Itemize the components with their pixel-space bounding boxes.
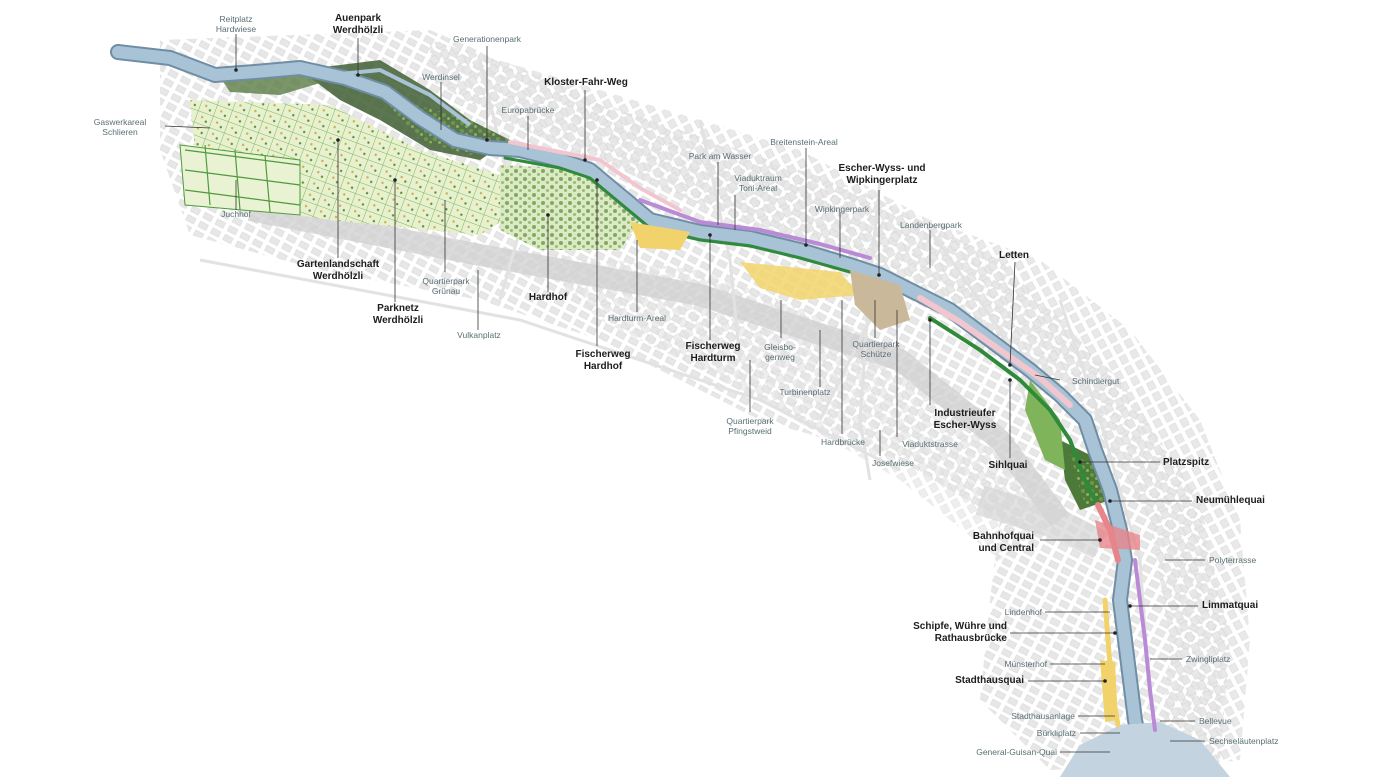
label-kloster-fahr-weg: Kloster-Fahr-Weg (544, 77, 628, 88)
label-lindenhof: Lindenhof (1004, 607, 1042, 617)
label-juchhof: Juchhof (221, 209, 251, 219)
label-polyterrasse: Polyterrasse (1209, 555, 1257, 565)
label-josefwiese: Josefwiese (871, 458, 915, 468)
label-hardbruecke: Hardbrücke (821, 437, 865, 447)
leader-dots (234, 68, 1132, 683)
label-breitenstein-areal: Breitenstein-Areal (770, 137, 838, 147)
label-bellevue: Bellevue (1199, 716, 1232, 726)
label-park-am-wasser: Park am Wasser (688, 151, 752, 161)
label-sihlquai: Sihlquai (988, 460, 1028, 471)
label-hardhof: Hardhof (528, 292, 568, 303)
label-generationenpark: Generationenpark (452, 34, 522, 44)
label-wipkingerpark: Wipkingerpark (814, 204, 870, 214)
streets (199, 59, 1152, 701)
label-europabruecke: Europabrücke (501, 105, 555, 115)
label-gleisbogenweg: Gleisbo-genweg (764, 342, 796, 362)
label-stadthausanlage: Stadthausanlage (1011, 711, 1075, 721)
label-letten: Letten (999, 250, 1029, 261)
label-sechselaeutenplatz: Sechseläutenplatz (1209, 736, 1279, 746)
label-stadthausquai: Stadthausquai (955, 675, 1024, 686)
lake-zurich (1060, 722, 1230, 777)
label-general-guisan-quai: General-Guisan-Quai (976, 747, 1057, 757)
riverbank-promenade (503, 140, 1157, 732)
label-werdinsel: Werdinsel (422, 72, 460, 82)
label-platzspitz: Platzspitz (1163, 457, 1210, 468)
label-zwingliplatz: Zwingliplatz (1186, 654, 1231, 664)
label-schindlergut: Schindlergut (1072, 376, 1120, 386)
leader-lines (164, 34, 1205, 753)
label-vulkanplatz: Vulkanplatz (457, 330, 501, 340)
label-viaduktstrasse: Viaduktstrasse (902, 439, 958, 449)
label-muensterhof: Münsterhof (1004, 659, 1047, 669)
label-neumuehlequai: Neumühlequai (1196, 495, 1265, 506)
label-landenbergpark: Landenbergpark (900, 220, 962, 230)
label-limmatquai: Limmatquai (1202, 600, 1259, 611)
label-turbinenplatz: Turbinenplatz (779, 387, 831, 397)
plazas (630, 222, 1140, 722)
label-buerkliplatz: Bürkliplatz (1036, 728, 1076, 738)
label-hardturm-areal: Hardturm-Areal (607, 313, 667, 323)
